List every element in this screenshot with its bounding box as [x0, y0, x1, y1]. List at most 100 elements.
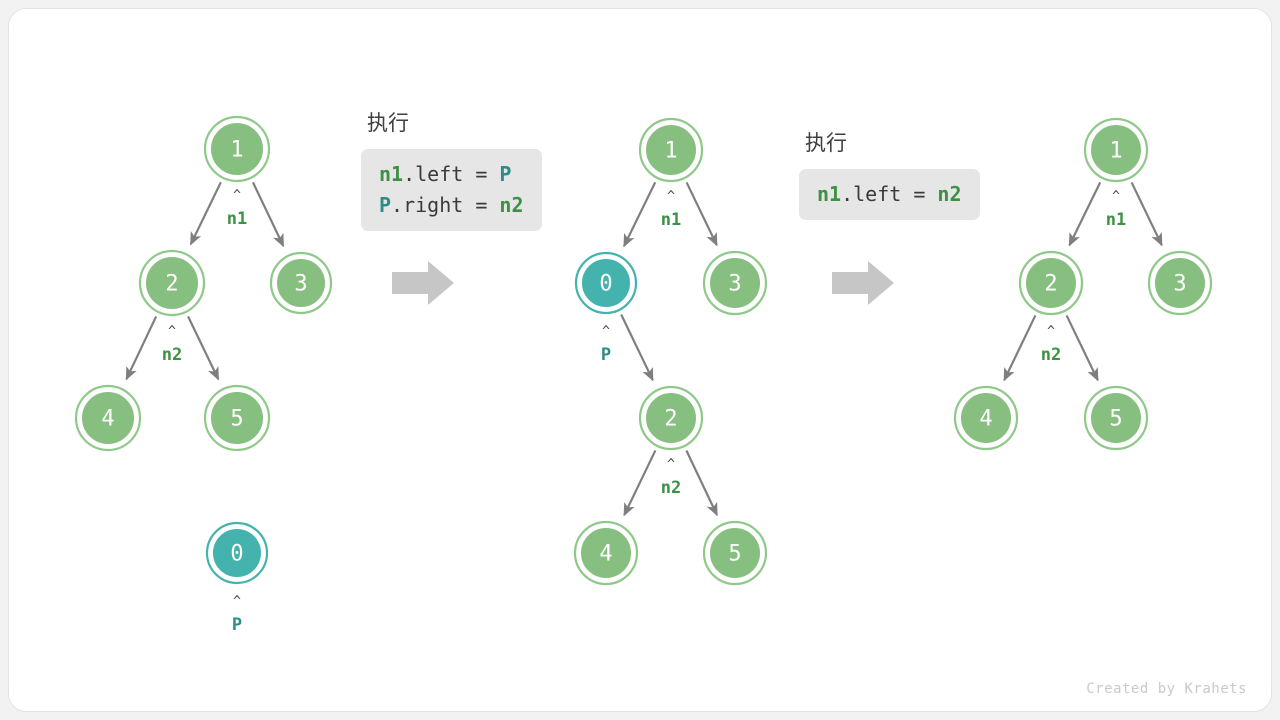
pointer-caret-icon: ^: [1112, 189, 1120, 204]
code-token: n2: [499, 193, 524, 217]
tree-node-value: 3: [294, 272, 307, 297]
tree-node-body: [578, 525, 634, 581]
code-block-step-2: n1.left = n2: [799, 169, 980, 220]
tree-node-value: 1: [230, 138, 243, 163]
pointer-label: n2: [162, 345, 182, 365]
tree-node-body: [643, 122, 699, 178]
tree-node-ring: [205, 521, 269, 585]
transition-arrow-2: [832, 261, 894, 305]
tree-node-value: 1: [664, 139, 677, 164]
tree-node-value: 4: [599, 542, 612, 567]
tree-node-ring: [638, 385, 704, 451]
tree-node[interactable]: 5: [1083, 385, 1149, 451]
tree-node[interactable]: 2: [138, 249, 206, 317]
tree-edge: [1003, 314, 1037, 382]
exec-label-step-2: 执行: [805, 131, 847, 155]
code-token: .left =: [841, 182, 938, 206]
tree-node-ring: [1147, 250, 1213, 316]
tree-node[interactable]: 4: [953, 385, 1019, 451]
tree-node-body: [1023, 255, 1079, 311]
tree-node-ring: [574, 251, 638, 315]
code-line: n1.left = P: [379, 159, 524, 190]
code-token: n1: [817, 182, 842, 206]
pointer-label: P: [601, 345, 611, 365]
tree-edge: [623, 181, 657, 248]
pointer-caret-icon: ^: [168, 324, 176, 339]
tree-node-body: [1088, 122, 1144, 178]
pointer-labels: ^n1^n2^P^n1^P^n2^n1^n2: [162, 188, 1126, 635]
tree-node-value: 5: [1109, 407, 1122, 432]
tree-edge: [685, 450, 719, 517]
pointer-label: P: [232, 615, 242, 635]
code-token: P: [379, 193, 392, 217]
transition-arrows: [392, 261, 894, 305]
tree-node[interactable]: 1: [203, 115, 271, 183]
tree-node[interactable]: 0: [205, 521, 269, 585]
pointer-caret-icon: ^: [233, 188, 241, 203]
tree-node-body: [143, 254, 201, 312]
tree-node-ring: [1018, 250, 1084, 316]
tree-node[interactable]: 1: [1083, 117, 1149, 183]
tree-node-body: [579, 256, 633, 310]
tree-nodes: 1 2 3 4 5 0 1 0 3 2 4 5 1 2 3 4 5: [74, 115, 1213, 586]
tree-node-body: [1152, 255, 1208, 311]
tree-node-value: 0: [599, 272, 612, 297]
pointer-caret-icon: ^: [667, 189, 675, 204]
tree-node-value: 2: [664, 407, 677, 432]
tree-node[interactable]: 3: [269, 251, 333, 315]
tree-node-value: 4: [101, 407, 114, 432]
tree-edge: [1068, 181, 1102, 247]
tree-node[interactable]: 2: [638, 385, 704, 451]
tree-node[interactable]: 4: [74, 384, 142, 452]
tree-edge: [187, 315, 220, 381]
pointer-caret-icon: ^: [602, 324, 610, 339]
code-line: P.right = n2: [379, 190, 524, 221]
tree-node-ring: [702, 250, 768, 316]
tree-node[interactable]: 5: [203, 384, 271, 452]
code-token: .right =: [391, 193, 500, 217]
tree-node[interactable]: 0: [574, 251, 638, 315]
tree-node-value: 0: [230, 542, 243, 567]
pointer-label: n1: [1106, 210, 1126, 230]
tree-node-value: 5: [230, 407, 243, 432]
tree-node-ring: [203, 115, 271, 183]
tree-edge: [125, 315, 158, 381]
tree-node[interactable]: 1: [638, 117, 704, 183]
tree-node-body: [208, 389, 266, 447]
code-token: .left =: [403, 162, 500, 186]
code-token: n1: [379, 162, 404, 186]
tree-edges: [125, 181, 1163, 517]
tree-node-ring: [1083, 117, 1149, 183]
tree-node-body: [79, 389, 137, 447]
tree-node-body: [707, 525, 763, 581]
code-line: n1.left = n2: [817, 179, 962, 210]
tree-node[interactable]: 5: [702, 520, 768, 586]
tree-node-ring: [573, 520, 639, 586]
pointer-label: n2: [1041, 345, 1061, 365]
code-token: P: [499, 162, 512, 186]
exec-label-step-1: 执行: [367, 111, 409, 135]
tree-node-ring: [269, 251, 333, 315]
pointer-label: n2: [661, 478, 681, 498]
pointer-label: n1: [227, 209, 247, 229]
tree-node-body: [210, 526, 264, 580]
tree-node[interactable]: 4: [573, 520, 639, 586]
pointer-caret-icon: ^: [233, 594, 241, 609]
tree-node[interactable]: 2: [1018, 250, 1084, 316]
tree-node-body: [1088, 390, 1144, 446]
tree-node-value: 2: [165, 272, 178, 297]
tree-node[interactable]: 3: [1147, 250, 1213, 316]
tree-node[interactable]: 3: [702, 250, 768, 316]
tree-node-ring: [702, 520, 768, 586]
transition-arrow-1: [392, 261, 454, 305]
tree-node-value: 3: [1173, 272, 1186, 297]
tree-edge: [1130, 181, 1163, 247]
tree-node-ring: [953, 385, 1019, 451]
tree-node-ring: [203, 384, 271, 452]
code-token: n2: [937, 182, 962, 206]
tree-node-body: [707, 255, 763, 311]
pointer-caret-icon: ^: [667, 457, 675, 472]
tree-node-value: 2: [1044, 272, 1057, 297]
